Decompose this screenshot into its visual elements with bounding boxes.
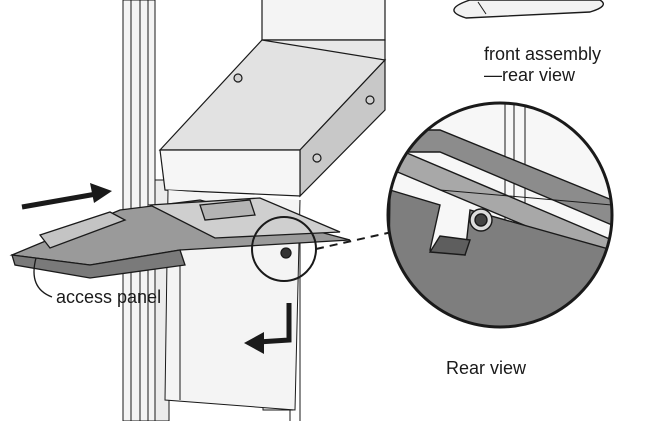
duct-housing — [158, 0, 387, 198]
front-assembly-label-line2: —rear view — [484, 65, 576, 85]
front-assembly-thumbnail — [453, 0, 604, 19]
push-arrow — [21, 183, 112, 210]
access-panel-label: access panel — [56, 287, 162, 307]
rear-view-zoom — [386, 101, 614, 329]
access-panel-graphic — [9, 197, 351, 279]
front-assembly-label-line1: front assembly — [484, 44, 602, 64]
access-panel-leader — [33, 257, 53, 298]
slide-down-arrow — [244, 303, 292, 354]
rear-view-label: Rear view — [446, 358, 527, 378]
front-assembly-label: front assembly —rear view — [484, 44, 601, 86]
